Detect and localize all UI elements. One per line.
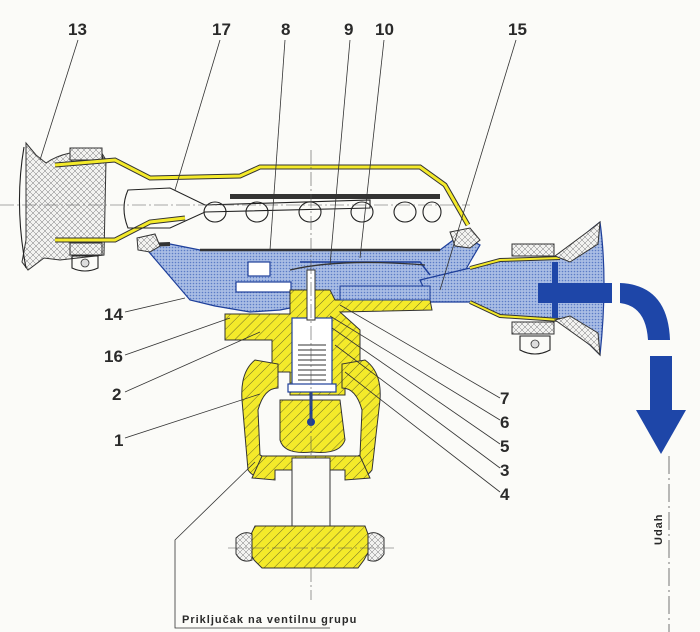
part-labels: 13 17 8 9 10 15 14 16 2 1 7 6 5 3 4 (68, 20, 527, 504)
connector-stem (228, 455, 394, 569)
label-10: 10 (375, 20, 394, 39)
leader-lines (39, 39, 517, 629)
label-6: 6 (500, 413, 509, 432)
label-8: 8 (281, 20, 290, 39)
label-5: 5 (500, 437, 509, 456)
label-4: 4 (500, 485, 510, 504)
label-15: 15 (508, 20, 527, 39)
label-13: 13 (68, 20, 87, 39)
exhale-flow-arrow (538, 283, 686, 632)
connection-caption: Priključak na ventilnu grupu (182, 614, 357, 626)
valve-body (224, 150, 433, 600)
label-7: 7 (500, 389, 509, 408)
label-2: 2 (112, 385, 121, 404)
label-17: 17 (212, 20, 231, 39)
label-1: 1 (114, 431, 123, 450)
inlet-tube (0, 157, 471, 243)
label-3: 3 (500, 461, 509, 480)
outlet-caption: Udah (653, 514, 665, 546)
label-9: 9 (344, 20, 353, 39)
label-14: 14 (104, 305, 123, 324)
label-16: 16 (104, 347, 123, 366)
